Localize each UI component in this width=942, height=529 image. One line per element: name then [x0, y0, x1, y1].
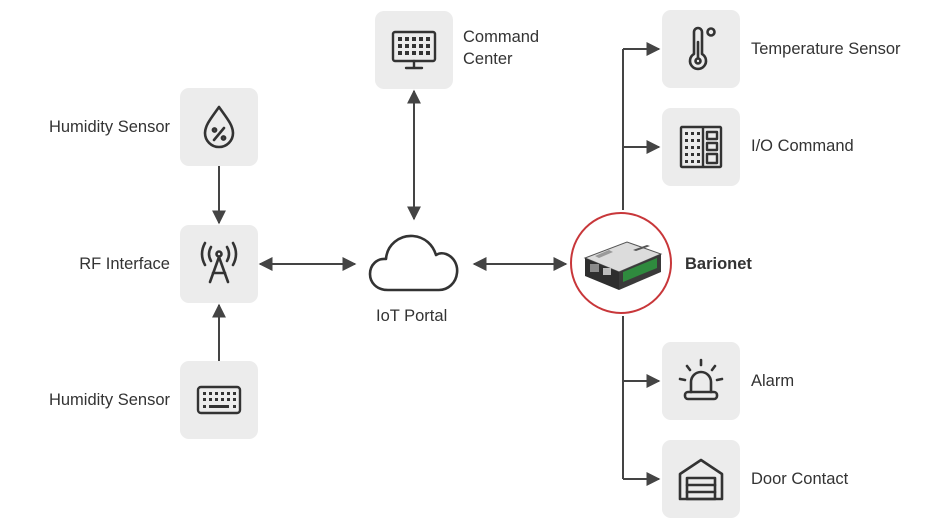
temperature-sensor-tile[interactable]: [662, 10, 740, 88]
siren-icon: [678, 358, 724, 401]
humidity-sensor-top-label: Humidity Sensor: [48, 118, 170, 136]
alarm-tile[interactable]: [662, 342, 740, 420]
barionet-label: Barionet: [685, 255, 752, 273]
io-command-label: I/O Command: [751, 137, 854, 155]
alarm-label: Alarm: [751, 372, 795, 390]
thermometer-icon: [688, 26, 716, 71]
cloud-icon[interactable]: [366, 228, 462, 298]
garage-door-icon: [678, 458, 724, 501]
humidity-drop-icon: [203, 105, 235, 149]
command-center-label-line1: Command: [463, 28, 540, 46]
barionet-node[interactable]: [570, 212, 672, 314]
antenna-icon: [200, 241, 238, 284]
humidity-sensor-top-tile[interactable]: [180, 88, 258, 166]
io-command-tile[interactable]: [662, 108, 740, 186]
keyboard-icon: [196, 385, 242, 415]
command-center-tile[interactable]: [375, 11, 453, 89]
temperature-sensor-label: Temperature Sensor: [751, 40, 901, 58]
rf-interface-label: RF Interface: [79, 255, 170, 273]
iot-portal-label: IoT Portal: [376, 307, 448, 325]
monitor-keypad-icon: [391, 30, 437, 70]
control-panel-icon: [679, 125, 723, 169]
humidity-sensor-bottom-label: Humidity Sensor: [48, 391, 170, 409]
command-center-label-line2: Center: [463, 50, 513, 68]
barionet-device-icon: [583, 241, 663, 290]
command-center-label: Command Center: [463, 26, 539, 70]
door-contact-tile[interactable]: [662, 440, 740, 518]
humidity-sensor-bottom-tile[interactable]: [180, 361, 258, 439]
rf-interface-tile[interactable]: [180, 225, 258, 303]
door-contact-label: Door Contact: [751, 470, 849, 488]
